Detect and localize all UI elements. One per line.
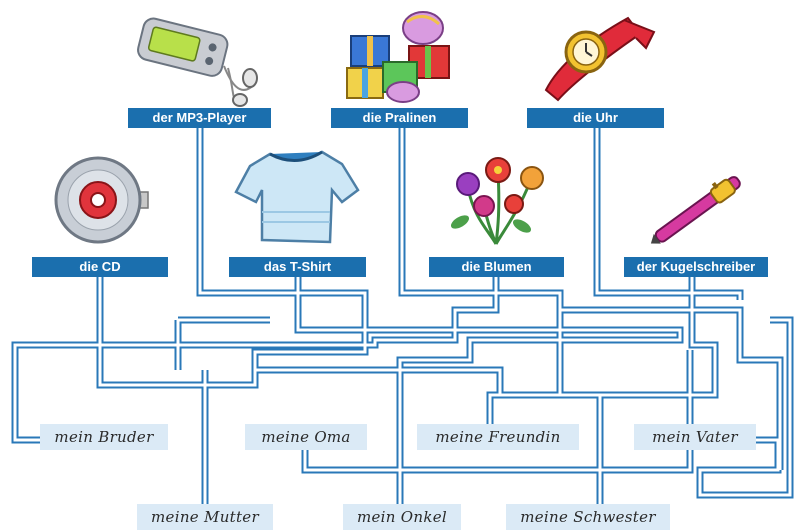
person-label-onkel[interactable]: mein Onkel <box>343 504 461 530</box>
item-label-tshirt[interactable]: das T-Shirt <box>229 257 366 277</box>
pen-icon <box>650 176 741 244</box>
item-label-mp3-player[interactable]: der MP3-Player <box>128 108 271 128</box>
connection-line-inner <box>303 437 692 472</box>
tshirt-icon <box>234 150 360 244</box>
person-label-bruder[interactable]: mein Bruder <box>40 424 168 450</box>
connection-line-inner <box>98 277 257 387</box>
person-label-freundin[interactable]: meine Freundin <box>417 424 579 450</box>
connection-line-inner <box>595 128 742 300</box>
item-label-blumen[interactable]: die Blumen <box>429 257 564 277</box>
item-label-cd[interactable]: die CD <box>32 257 168 277</box>
gift-boxes-icon <box>346 11 450 103</box>
person-label-schwester[interactable]: meine Schwester <box>506 504 670 530</box>
wristwatch-icon <box>544 16 656 102</box>
connection-line-inner <box>698 318 792 497</box>
mp3-player-icon <box>137 17 258 107</box>
item-label-uhr[interactable]: die Uhr <box>527 108 664 128</box>
cd-icon <box>54 156 149 244</box>
item-label-pralinen[interactable]: die Pralinen <box>331 108 468 128</box>
connection-line-inner <box>488 277 717 440</box>
connection-line-inner <box>296 277 682 505</box>
connection-line-inner <box>400 128 782 470</box>
person-label-oma[interactable]: meine Oma <box>245 424 367 450</box>
item-label-kugelschreiber[interactable]: der Kugelschreiber <box>624 257 768 277</box>
person-label-vater[interactable]: mein Vater <box>634 424 756 450</box>
person-label-mutter[interactable]: meine Mutter <box>137 504 273 530</box>
flowers-icon <box>450 157 544 245</box>
